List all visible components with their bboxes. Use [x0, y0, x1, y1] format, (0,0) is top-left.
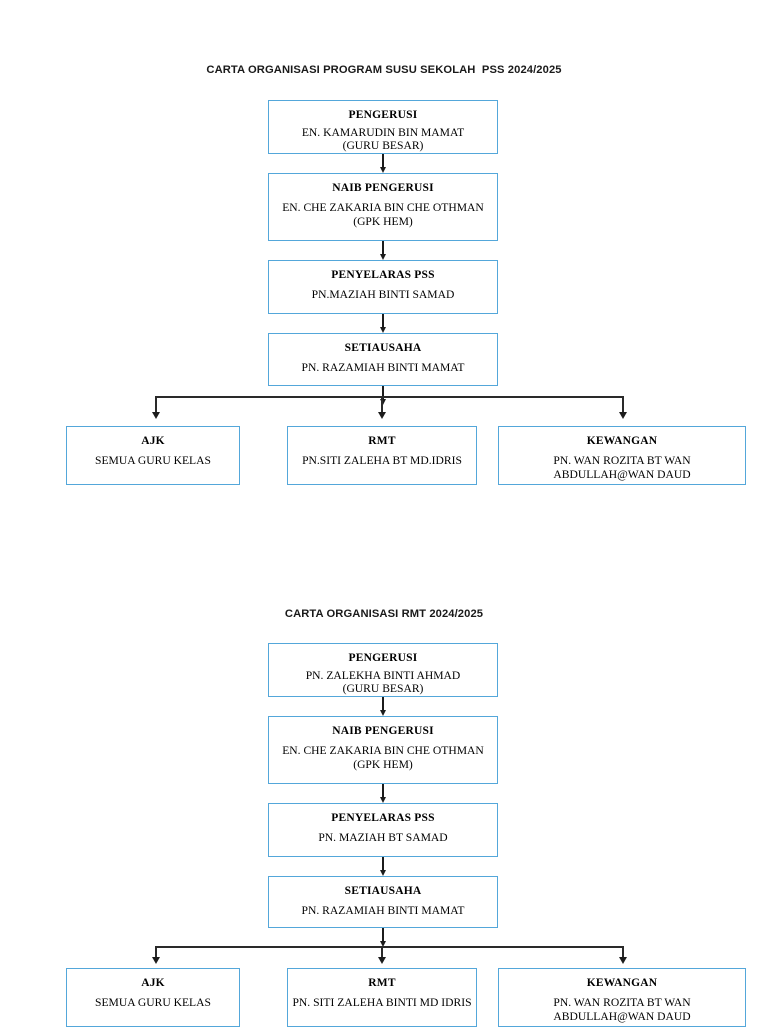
- node-role-label: PENGERUSI: [348, 109, 418, 121]
- org-chart-pss: CARTA ORGANISASI PROGRAM SUSU SEKOLAH PS…: [0, 0, 768, 560]
- branch-stub-rmt: [381, 396, 383, 415]
- node-name-label: EN. CHE ZAKARIA BIN CHE OTHMAN (GPK HEM): [282, 201, 484, 228]
- node-pengerusi-rmt[interactable]: PENGERUSI PN. ZALEKHA BINTI AHMAD (GURU …: [268, 643, 498, 697]
- node-kewangan-pss[interactable]: KEWANGAN PN. WAN ROZITA BT WAN ABDULLAH@…: [498, 426, 746, 485]
- node-name-label: SEMUA GURU KELAS: [95, 454, 211, 467]
- branch-stub-ajk: [155, 396, 157, 415]
- node-role-label: RMT: [368, 977, 396, 989]
- node-role-label: PENYELARAS PSS: [331, 269, 435, 281]
- node-name-label: PN.SITI ZALEHA BT MD.IDRIS: [302, 454, 462, 467]
- node-name-label: PN. RAZAMIAH BINTI MAMAT: [301, 361, 465, 374]
- connector-penyelaras-to-setiausaha-rmt: [382, 857, 384, 871]
- node-name-label: EN. CHE ZAKARIA BIN CHE OTHMAN (GPK HEM): [282, 744, 484, 771]
- node-naib-pengerusi-pss[interactable]: NAIB PENGERUSI EN. CHE ZAKARIA BIN CHE O…: [268, 173, 498, 241]
- node-role-label: KEWANGAN: [586, 977, 658, 989]
- node-role-label: SETIAUSAHA: [344, 342, 422, 354]
- node-role-label: RMT: [368, 435, 396, 447]
- connector-setiausaha-to-branches-rmt: [382, 928, 384, 942]
- branch-stub-ajk-rmt: [155, 946, 157, 960]
- node-setiausaha-rmt[interactable]: SETIAUSAHA PN. RAZAMIAH BINTI MAMAT: [268, 876, 498, 928]
- chart-title-rmt: CARTA ORGANISASI RMT 2024/2025: [284, 608, 484, 620]
- node-name-label: PN. WAN ROZITA BT WAN ABDULLAH@WAN DAUD: [553, 454, 691, 481]
- branch-stub-rmt-rmt: [381, 946, 383, 960]
- node-penyelaras-pss[interactable]: PENYELARAS PSS PN.MAZIAH BINTI SAMAD: [268, 260, 498, 314]
- branch-arrow-kewangan-rmt: [619, 957, 627, 964]
- connector-naib-to-penyelaras-rmt: [382, 784, 384, 798]
- node-role-label: PENGERUSI: [348, 652, 418, 664]
- node-setiausaha-pss[interactable]: SETIAUSAHA PN. RAZAMIAH BINTI MAMAT: [268, 333, 498, 386]
- connector-penyelaras-to-setiausaha: [382, 314, 384, 328]
- node-name-label: PN. MAZIAH BT SAMAD: [318, 831, 448, 844]
- branch-arrow-rmt: [378, 412, 386, 419]
- branch-horizontal-bar-rmt: [155, 946, 624, 948]
- branch-stub-kewangan-rmt: [622, 946, 624, 960]
- node-ajk-pss[interactable]: AJK SEMUA GURU KELAS: [66, 426, 240, 485]
- node-role-label: NAIB PENGERUSI: [332, 182, 434, 194]
- node-penyelaras-rmt[interactable]: PENYELARAS PSS PN. MAZIAH BT SAMAD: [268, 803, 498, 857]
- node-name-label: PN. WAN ROZITA BT WAN ABDULLAH@WAN DAUD: [553, 996, 691, 1023]
- node-role-label: KEWANGAN: [586, 435, 658, 447]
- node-name-label: EN. KAMARUDIN BIN MAMAT (GURU BESAR): [301, 126, 465, 152]
- branch-arrow-ajk: [152, 412, 160, 419]
- chart-title-pss: CARTA ORGANISASI PROGRAM SUSU SEKOLAH PS…: [206, 64, 562, 76]
- node-role-label: SETIAUSAHA: [344, 885, 422, 897]
- branch-arrow-rmt-rmt: [378, 957, 386, 964]
- node-pengerusi-pss[interactable]: PENGERUSI EN. KAMARUDIN BIN MAMAT (GURU …: [268, 100, 498, 154]
- node-kewangan-rmt[interactable]: KEWANGAN PN. WAN ROZITA BT WAN ABDULLAH@…: [498, 968, 746, 1027]
- connector-setiausaha-to-branches: [382, 386, 384, 400]
- node-name-label: PN. ZALEKHA BINTI AHMAD (GURU BESAR): [305, 669, 461, 695]
- node-role-label: AJK: [141, 977, 165, 989]
- node-name-label: SEMUA GURU KELAS: [95, 996, 211, 1009]
- node-rmt-pss[interactable]: RMT PN.SITI ZALEHA BT MD.IDRIS: [287, 426, 477, 485]
- node-name-label: PN. SITI ZALEHA BINTI MD IDRIS: [292, 996, 472, 1009]
- branch-arrow-ajk-rmt: [152, 957, 160, 964]
- node-name-label: PN.MAZIAH BINTI SAMAD: [311, 288, 455, 301]
- node-rmt-rmt[interactable]: RMT PN. SITI ZALEHA BINTI MD IDRIS: [287, 968, 477, 1027]
- connector-pengerusi-to-naib-rmt: [382, 697, 384, 711]
- node-role-label: NAIB PENGERUSI: [332, 725, 434, 737]
- branch-horizontal-bar: [155, 396, 624, 398]
- node-name-label: PN. RAZAMIAH BINTI MAMAT: [301, 904, 465, 917]
- connector-pengerusi-to-naib: [382, 154, 384, 168]
- branch-stub-kewangan: [622, 396, 624, 415]
- branch-arrow-kewangan: [619, 412, 627, 419]
- node-role-label: PENYELARAS PSS: [331, 812, 435, 824]
- node-ajk-rmt[interactable]: AJK SEMUA GURU KELAS: [66, 968, 240, 1027]
- node-role-label: AJK: [141, 435, 165, 447]
- connector-naib-to-penyelaras: [382, 241, 384, 255]
- node-naib-pengerusi-rmt[interactable]: NAIB PENGERUSI EN. CHE ZAKARIA BIN CHE O…: [268, 716, 498, 784]
